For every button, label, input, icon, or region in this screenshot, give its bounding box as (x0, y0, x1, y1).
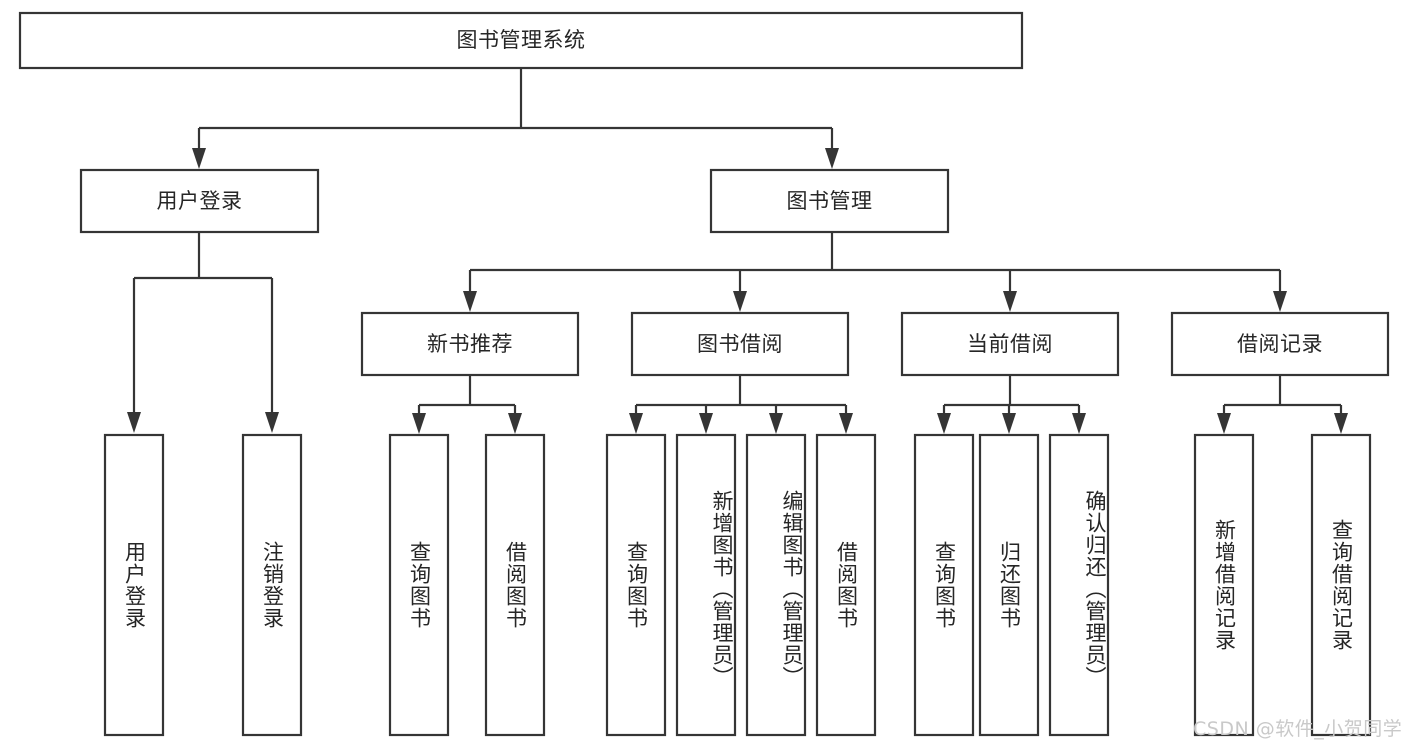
connectors-borrow-to-leaves (629, 375, 853, 434)
connectors-newbook-to-leaves (412, 375, 522, 434)
connectors-root-to-level2 (192, 68, 839, 169)
node-box-current-borrow[interactable] (900, 311, 1120, 377)
node-box-new-book-recommend[interactable] (360, 311, 580, 377)
leaf-box-edit-book-admin[interactable] (745, 433, 807, 737)
leaf-box-user-login[interactable] (103, 433, 165, 737)
leaf-box-query-book-1[interactable] (388, 433, 450, 737)
leaf-box-add-book-admin[interactable] (675, 433, 737, 737)
leaf-box-logout[interactable] (241, 433, 303, 737)
node-box-borrow-record[interactable] (1170, 311, 1390, 377)
leaf-box-query-borrow-record[interactable] (1310, 433, 1372, 737)
leaf-box-add-borrow-record[interactable] (1193, 433, 1255, 737)
connectors-user-login-to-leaves (127, 232, 279, 433)
leaf-box-confirm-return-admin[interactable] (1048, 433, 1110, 737)
connectors-record-to-leaves (1217, 375, 1348, 434)
leaf-box-borrow-book-1[interactable] (484, 433, 546, 737)
leaf-box-query-book-2[interactable] (605, 433, 667, 737)
leaf-box-borrow-book-2[interactable] (815, 433, 877, 737)
connectors-book-mgmt-to-level3 (463, 232, 1287, 312)
leaf-box-return-book[interactable] (978, 433, 1040, 737)
node-box-book-borrow[interactable] (630, 311, 850, 377)
node-box-book-management[interactable] (709, 168, 950, 234)
leaf-box-query-book-3[interactable] (913, 433, 975, 737)
connectors-current-to-leaves (937, 375, 1086, 434)
node-box-user-login[interactable] (79, 168, 320, 234)
node-box-root[interactable] (18, 11, 1024, 70)
